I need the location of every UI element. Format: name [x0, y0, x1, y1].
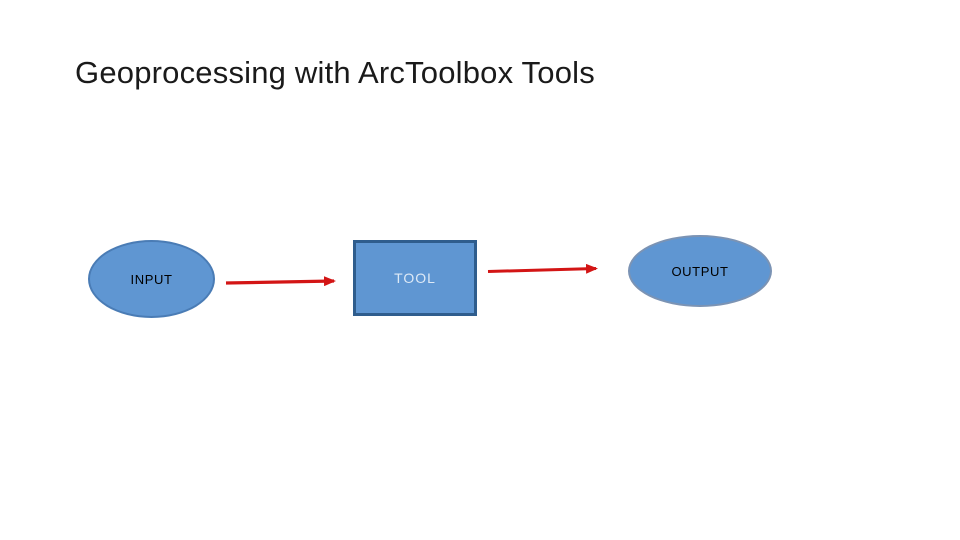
input-node-label: INPUT [130, 271, 173, 287]
slide-title: Geoprocessing with ArcToolbox Tools [75, 55, 595, 90]
arrow-tool-to-output-icon [487, 263, 598, 274]
tool-node-label: TOOL [394, 270, 436, 286]
output-node-label: OUTPUT [671, 263, 729, 279]
output-node: OUTPUT [628, 235, 772, 307]
arrow-input-to-tool-icon [225, 276, 336, 287]
tool-node: TOOL [353, 240, 477, 316]
input-node: INPUT [88, 240, 215, 318]
